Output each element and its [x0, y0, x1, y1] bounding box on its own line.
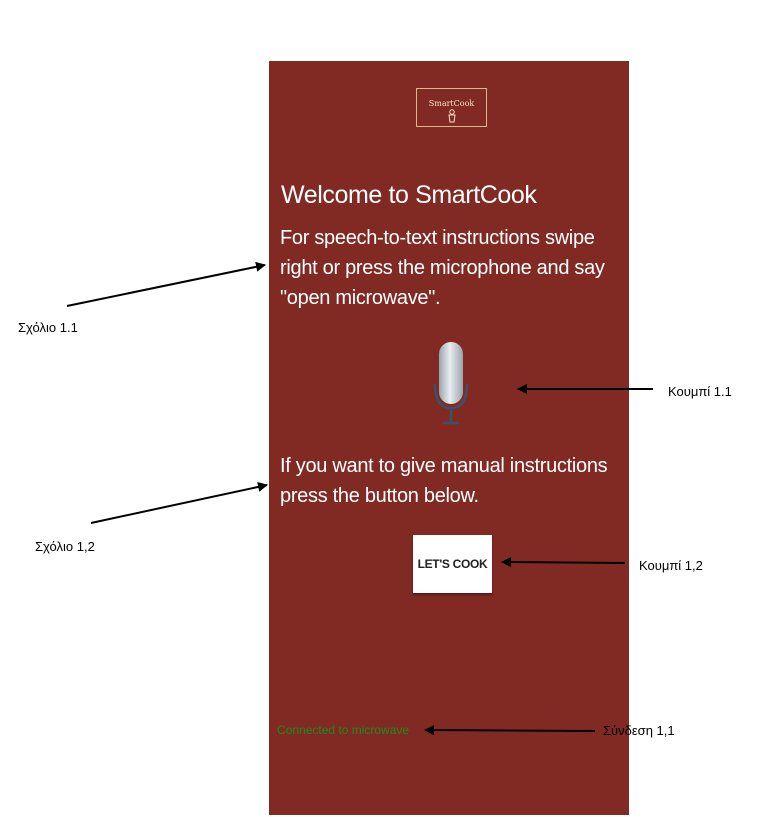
- arrow-comment-1: [66, 261, 266, 307]
- arrow-connection-1: [424, 725, 596, 736]
- speech-instructions: For speech-to-text instructions swipe ri…: [280, 227, 605, 309]
- connection-status: Connected to microwave: [277, 723, 410, 737]
- manual-instructions: If you want to give manual instructions …: [280, 455, 608, 507]
- welcome-title: Welcome to SmartCook: [281, 181, 537, 209]
- microphone-icon[interactable]: [433, 342, 469, 426]
- annotation-comment-1: Σχόλιο 1.1: [18, 320, 78, 335]
- arrow-button-2: [501, 557, 626, 568]
- annotation-comment-2: Σχόλιο 1,2: [35, 539, 95, 554]
- annotation-button-1: Κουμπί 1.1: [668, 384, 732, 399]
- arrow-comment-2: [90, 482, 268, 524]
- smartcook-logo: SmartCook: [416, 88, 487, 127]
- app-screen: SmartCook Welcome to SmartCook For speec…: [269, 61, 629, 815]
- logo-text: SmartCook: [428, 99, 475, 108]
- annotation-button-2: Κουμπί 1,2: [639, 558, 703, 573]
- annotation-connection-1: Σύνδεση 1,1: [603, 723, 675, 738]
- chef-icon: [448, 109, 456, 123]
- lets-cook-button[interactable]: LET'S COOK: [413, 535, 492, 593]
